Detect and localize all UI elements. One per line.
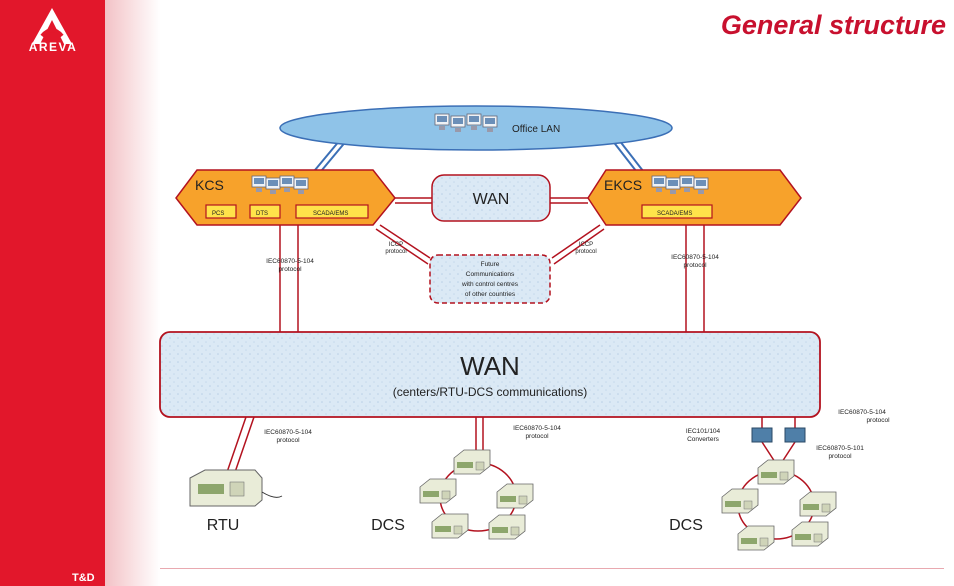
office-lan: Office LAN [279,105,673,151]
rtu-label: RTU [207,517,240,534]
future-line-3: with control centres [461,281,519,288]
iec-rtu-line2: protocol [276,437,300,444]
iec-right-104-line2: protocol [866,417,890,424]
iccp-left-line1: ICCP [389,242,403,248]
ekcs-label: EKCS [604,177,642,193]
converters-line2: Converters [687,436,720,443]
wan-main-sublabel: (centers/RTU-DCS communications) [393,385,588,399]
page-title: General structure [720,10,946,40]
wan-top: WAN [431,174,551,222]
dcs-cluster-2 [721,459,837,551]
future-communications: Future Communications with control centr… [429,254,551,304]
footer-divider [160,568,944,569]
iec-kcs-line2: protocol [278,266,302,273]
logo-text: AREVA [28,40,78,54]
wan-top-label: WAN [473,191,510,208]
iccp-left-line2: protocol [385,249,406,255]
future-line-4: of other countries [465,291,516,298]
office-lan-label: Office LAN [512,124,560,135]
converters-line1: IEC101/104 [686,428,721,435]
brand-gradient [105,0,160,586]
converter-box-2 [784,427,806,443]
ekcs-module-scada: SCADA/EMS [657,211,692,217]
kcs-label: KCS [195,177,224,193]
wan-main: WAN (centers/RTU-DCS communications) [159,331,821,418]
iccp-right-line2: protocol [575,249,596,255]
future-line-1: Future [481,261,500,268]
kcs-node: KCS PCS DTS SCADA/EMS [175,169,396,226]
iec-dcs-line1: IEC60870-5-104 [513,425,561,432]
future-line-2: Communications [466,271,515,278]
dcs-cluster-1 [419,449,534,540]
iec-dcs-line2: protocol [525,433,549,440]
iec-right-101-line1: IEC60870-5-101 [816,445,864,452]
areva-logo-icon [32,8,72,44]
iec-rtu-line1: IEC60870-5-104 [264,429,312,436]
wan-main-label: WAN [460,351,520,381]
kcs-module-pcs: PCS [212,211,224,217]
ekcs-node: EKCS SCADA/EMS [587,169,802,226]
iec-ekcs-line1: IEC60870-5-104 [671,254,719,261]
kcs-module-scada: SCADA/EMS [313,211,348,217]
iec-right-104-line1: IEC60870-5-104 [838,409,886,416]
kcs-module-dts: DTS [256,211,268,217]
iec-right-101-line2: protocol [828,453,852,460]
iec-kcs-line1: IEC60870-5-104 [266,258,314,265]
iec-ekcs-line2: protocol [683,262,707,269]
converter-box-1 [751,427,773,443]
rtu-device [189,469,283,507]
footer-label: T&D [72,572,95,584]
dcs2-label: DCS [669,517,703,534]
iccp-right-line1: ICCP [579,242,593,248]
brand-bar [0,0,105,586]
dcs1-label: DCS [371,517,405,534]
